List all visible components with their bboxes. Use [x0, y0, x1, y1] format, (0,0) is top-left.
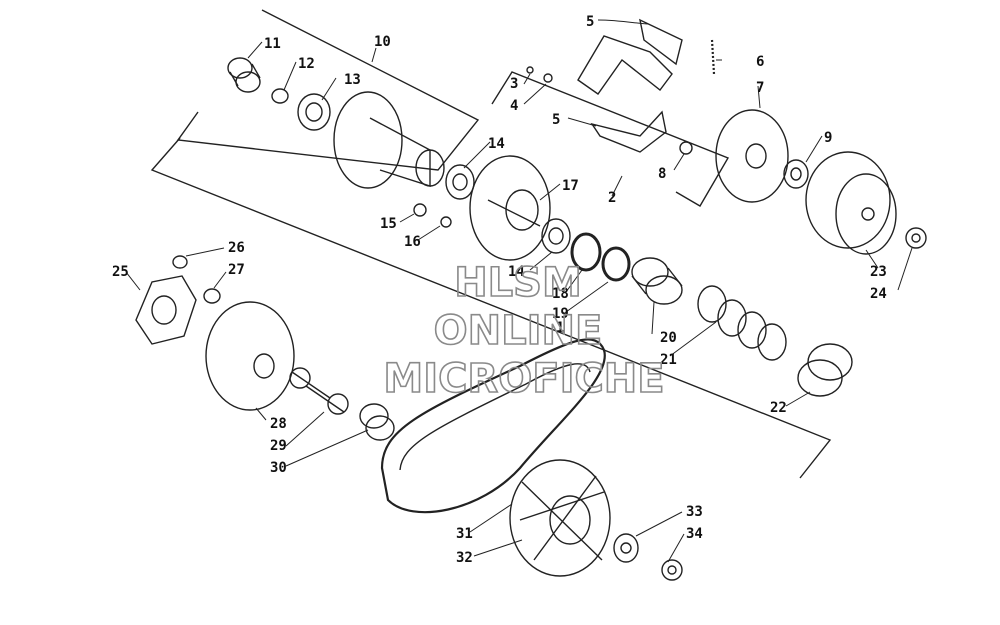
- part-15-pin: [413, 203, 427, 217]
- callout-1: 1: [556, 320, 564, 336]
- part-14b-bearing: [541, 218, 571, 254]
- callout-20: 20: [660, 330, 677, 346]
- part-3-ring: [526, 66, 534, 74]
- callout-23: 23: [870, 264, 887, 280]
- part-27-slider: [203, 288, 221, 304]
- callout-6: 6: [756, 54, 764, 70]
- callout-31: 31: [456, 526, 473, 542]
- callout-24: 24: [870, 286, 887, 302]
- part-31-belt: [380, 338, 606, 514]
- part-12-ring: [271, 88, 289, 104]
- part-5-shoe-lower: [590, 110, 667, 153]
- part-9-nut: [783, 159, 809, 189]
- watermark: HLSM ONLINE MICROFICHE: [383, 259, 666, 403]
- part-19-seal: [601, 246, 631, 282]
- callout-11: 11: [264, 36, 281, 52]
- part-14-bearing: [445, 164, 475, 200]
- part-10-sheave: [333, 91, 445, 189]
- part-8-pin: [679, 141, 693, 155]
- part-25-ramp-plate: [135, 275, 197, 345]
- part-21-spring: [697, 285, 787, 361]
- watermark-line-2: ONLINE: [434, 308, 603, 354]
- part-16-pin: [440, 216, 452, 228]
- callout-5a: 5: [586, 14, 594, 30]
- callout-28: 28: [270, 416, 287, 432]
- part-18-seal: [570, 232, 602, 272]
- callout-21: 21: [660, 352, 677, 368]
- callout-17: 17: [562, 178, 579, 194]
- part-33-washer: [613, 533, 639, 563]
- leader-lines: [125, 19, 913, 563]
- callout-22: 22: [770, 400, 787, 416]
- callout-8: 8: [658, 166, 666, 182]
- callout-9: 9: [824, 130, 832, 146]
- callout-19: 19: [552, 306, 569, 322]
- callout-10: 10: [374, 34, 391, 50]
- callout-34: 34: [686, 526, 703, 542]
- callout-14a: 14: [488, 136, 505, 152]
- callout-25: 25: [112, 264, 129, 280]
- bracket-1: [150, 137, 832, 479]
- callout-labels: 1 2 3 4 5 5 6 7 8 9 10 11 12 13 14 14 15…: [112, 14, 887, 566]
- part-17-sheave: [469, 155, 551, 261]
- part-13-bearing: [297, 93, 331, 131]
- watermark-line-3: MICROFICHE: [383, 356, 664, 402]
- callout-4: 4: [510, 98, 518, 114]
- callout-2: 2: [608, 190, 616, 206]
- callout-5b: 5: [552, 112, 560, 128]
- callout-33: 33: [686, 504, 703, 520]
- part-11-bushing: [227, 57, 261, 93]
- part-26-slider: [172, 255, 188, 269]
- part-6-spring: [710, 39, 716, 75]
- part-23-drum: [805, 151, 897, 255]
- bracket-2: [491, 71, 730, 207]
- callout-15: 15: [380, 216, 397, 232]
- part-7-plate: [715, 109, 789, 203]
- callout-29: 29: [270, 438, 287, 454]
- part-29-sleeve: [289, 367, 349, 415]
- callout-18: 18: [552, 286, 569, 302]
- part-31-belt-inner: [399, 363, 591, 471]
- part-32-fan: [509, 459, 611, 577]
- callout-26: 26: [228, 240, 245, 256]
- callout-12: 12: [298, 56, 315, 72]
- part-20-collar: [631, 257, 683, 305]
- callout-13: 13: [344, 72, 361, 88]
- callout-16: 16: [404, 234, 421, 250]
- part-34-nut: [661, 559, 683, 581]
- watermark-line-1: HLSM: [454, 260, 582, 306]
- bracket-10: [176, 9, 480, 171]
- part-22-cup: [797, 343, 853, 397]
- callout-27: 27: [228, 262, 245, 278]
- part-24-nut: [905, 227, 927, 249]
- part-5-shoe-upper: [577, 18, 683, 95]
- part-28-drive-face: [205, 301, 295, 411]
- callout-3: 3: [510, 76, 518, 92]
- callout-14b: 14: [508, 264, 525, 280]
- callout-7: 7: [756, 80, 764, 96]
- part-30-bushing: [359, 403, 395, 441]
- callout-30: 30: [270, 460, 287, 476]
- callout-32: 32: [456, 550, 473, 566]
- part-4-washer: [543, 73, 553, 83]
- drawing-lines: [125, 9, 927, 581]
